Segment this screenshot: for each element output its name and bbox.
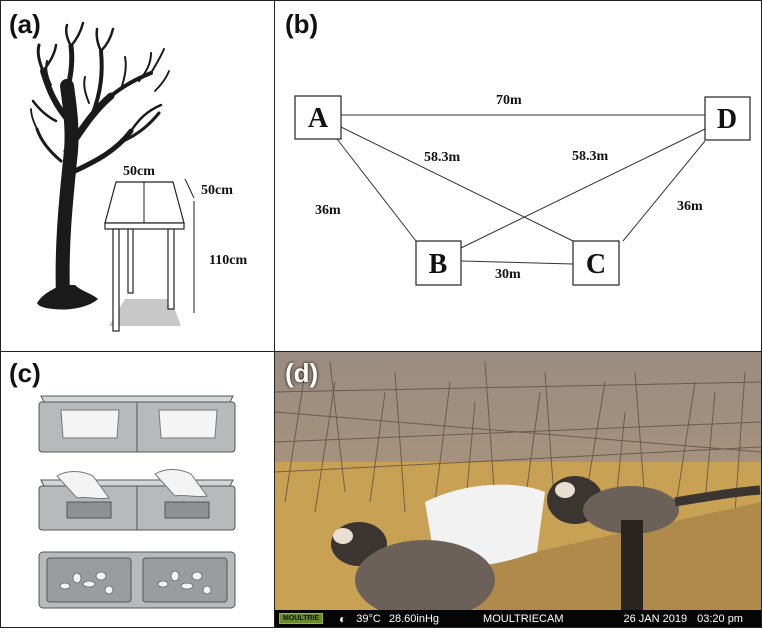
- tree-illustration: [30, 21, 170, 304]
- edge-label-a-d: 70m: [496, 93, 522, 108]
- platform-depth-label: 50cm: [201, 183, 233, 198]
- tray-covered: [38, 395, 236, 453]
- platform-height-label: 110cm: [209, 253, 247, 268]
- camera-brand-badge: MOULTRIE: [279, 613, 324, 624]
- camera-info-bar: MOULTRIE ◐ 39°C 28.60inHg MOULTRIECAM 26…: [275, 610, 761, 627]
- panel-a-label: (a): [9, 9, 41, 39]
- node-a: A: [294, 95, 342, 140]
- platform-width-label: 50cm: [123, 164, 155, 179]
- panel-d: (d) MOULTRIE ◐ 39°C 28.60inHg MOULTRIECA…: [274, 351, 762, 628]
- panel-c: (c): [0, 351, 275, 628]
- edge-label-b-d: 58.3m: [572, 149, 609, 164]
- panel-d-label: (d): [285, 358, 319, 388]
- edge-b-c: [460, 260, 574, 265]
- distance-diagram: 70m 58.3m 58.3m 36m 36m 30m A D B C: [294, 93, 751, 286]
- platform-illustration: [104, 178, 195, 332]
- node-b: B: [415, 240, 462, 286]
- panel-b: (b) 70m 58.3m 58.3m 36m 36m 30m A D B C: [274, 0, 762, 352]
- tray-opened: [38, 469, 236, 531]
- camera-trap-photo: [275, 352, 761, 610]
- node-a-label: A: [308, 103, 329, 134]
- edge-a-c: [340, 126, 574, 242]
- node-c-label: C: [586, 249, 606, 280]
- edge-label-b-c: 30m: [495, 267, 521, 282]
- tree-base: [37, 285, 98, 310]
- edge-label-a-c: 58.3m: [424, 150, 461, 165]
- edge-a-b: [336, 138, 417, 242]
- feeding-platform-illustration: 50cm 50cm 110cm: [30, 21, 247, 332]
- edge-b-d: [460, 128, 706, 249]
- panel-c-label: (c): [9, 358, 41, 388]
- node-d: D: [704, 96, 751, 141]
- moon-phase-icon: ◐: [339, 611, 347, 626]
- temperature-readout: 39°C: [356, 612, 381, 625]
- node-b-label: B: [429, 249, 448, 280]
- edge-c-d: [622, 140, 706, 242]
- feeder-trays-illustration: [38, 395, 236, 609]
- camera-model: MOULTRIECAM: [483, 612, 564, 625]
- panel-b-label: (b): [285, 9, 319, 39]
- photo-time: 03:20 pm: [697, 612, 743, 625]
- panel-a: (a): [0, 0, 275, 352]
- node-c: C: [572, 240, 620, 286]
- pressure-readout: 28.60inHg: [388, 612, 440, 625]
- marmoset-right: [547, 476, 761, 534]
- photo-date: 26 JAN 2019: [623, 612, 688, 625]
- edge-label-c-d: 36m: [677, 199, 703, 214]
- tray-with-food: [38, 551, 236, 609]
- node-d-label: D: [717, 104, 737, 135]
- edge-label-a-b: 36m: [315, 203, 341, 218]
- marmoset-left: [331, 522, 495, 610]
